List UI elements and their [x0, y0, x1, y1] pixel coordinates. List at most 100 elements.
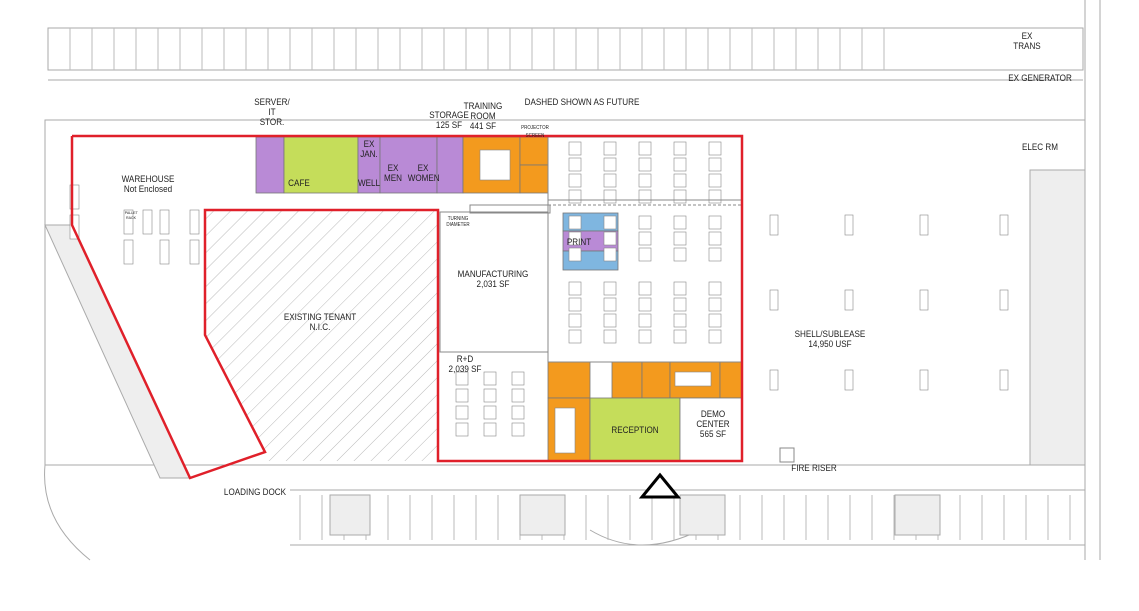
pallet-rack: [123, 209, 134, 235]
column-marker: [844, 369, 854, 391]
pallet-rack: [69, 214, 80, 240]
room-meeting-b: [519, 164, 549, 194]
column-marker: [769, 289, 779, 311]
label-demo-center: DEMO CENTER 565 SF: [696, 409, 730, 439]
label-shell-sublease: SHELL/SUBLEASE 14,950 USF: [794, 329, 866, 349]
workstation: [708, 141, 722, 156]
label-warehouse: WAREHOUSE Not Enclosed: [121, 174, 175, 194]
parking-top: [69, 28, 885, 70]
workstation: [638, 297, 652, 312]
label-men: EX MEN: [384, 163, 402, 183]
workstation: [511, 371, 525, 386]
workstation: [568, 173, 582, 188]
site-lines: [44, 0, 1101, 561]
label-training-room: TRAINING ROOM 441 SF: [463, 101, 503, 131]
workstation: [708, 297, 722, 312]
label-ex-generator: EX GENERATOR: [1008, 73, 1072, 83]
room-server: [255, 136, 285, 194]
label-rd: R+D 2,039 SF: [448, 354, 482, 374]
room-meeting-e: [641, 361, 671, 399]
workstation: [603, 247, 617, 262]
workstation: [483, 422, 497, 437]
label-loading-dock: LOADING DOCK: [223, 487, 287, 497]
workstation: [673, 157, 687, 172]
workstation: [673, 313, 687, 328]
label-elec-rm: ELEC RM: [1021, 142, 1058, 152]
workstation: [638, 247, 652, 262]
workstation: [638, 215, 652, 230]
workstation: [673, 215, 687, 230]
workstation: [638, 281, 652, 296]
workstation: [568, 231, 582, 246]
label-janitor: EX JAN.: [360, 139, 378, 159]
label-turning-diameter: TURNING DIAMETER: [446, 216, 470, 228]
pallet-rack: [189, 209, 200, 235]
workstation: [568, 189, 582, 204]
workstation: [483, 371, 497, 386]
workstation: [638, 173, 652, 188]
workstation: [708, 189, 722, 204]
label-projector-screen: PROJECTOR SCREEN: [521, 125, 549, 139]
workstation: [673, 297, 687, 312]
workstation: [708, 313, 722, 328]
label-women: EX WOMEN: [407, 163, 440, 183]
room-storage: [436, 136, 464, 194]
workstation: [708, 231, 722, 246]
workstation: [568, 141, 582, 156]
workstation: [673, 231, 687, 246]
workstation: [673, 329, 687, 344]
room-meeting-g: [719, 361, 743, 399]
workstation: [673, 141, 687, 156]
workstation: [638, 231, 652, 246]
workstation: [673, 281, 687, 296]
label-existing-tenant: EXISTING TENANT N.I.C.: [283, 312, 357, 332]
landscape-strips: [44, 169, 1086, 536]
label-wellness: WELL: [357, 178, 381, 188]
workstation: [568, 215, 582, 230]
column-marker: [919, 214, 929, 236]
column-marker: [844, 214, 854, 236]
room-meeting-a: [519, 136, 549, 166]
workstation: [603, 231, 617, 246]
workstation: [638, 189, 652, 204]
workstation: [603, 313, 617, 328]
workstation: [483, 405, 497, 420]
label-pallet-rack: PALLET RACK: [124, 210, 138, 220]
lease-outline: [70, 134, 744, 480]
label-cafe: CAFE: [288, 178, 310, 188]
label-ex-trans: EX TRANS: [1013, 31, 1041, 51]
workstation: [568, 281, 582, 296]
workstation: [708, 157, 722, 172]
workstation: [603, 157, 617, 172]
workstation: [638, 329, 652, 344]
workstation: [568, 329, 582, 344]
pallet-rack: [189, 239, 200, 265]
pallet-rack: [69, 184, 80, 210]
pallet-rack: [159, 209, 170, 235]
conference-table: [554, 407, 576, 454]
workstation: [708, 281, 722, 296]
workstation: [603, 329, 617, 344]
workstation: [603, 189, 617, 204]
label-manufacturing: MANUFACTURING 2,031 SF: [457, 269, 529, 289]
meeting-table: [674, 371, 712, 387]
column-marker: [999, 369, 1009, 391]
label-print: PRINT: [566, 237, 592, 247]
room-demo-center: [679, 397, 743, 462]
pallet-rack: [123, 239, 134, 265]
room-reception: [589, 397, 681, 462]
workstation: [568, 247, 582, 262]
workstation: [455, 405, 469, 420]
workstation: [708, 247, 722, 262]
label-server: SERVER/ IT STOR.: [254, 97, 290, 127]
workstation: [673, 173, 687, 188]
label-fire-riser: FIRE RISER: [791, 463, 837, 473]
workstation: [603, 297, 617, 312]
workstation: [568, 157, 582, 172]
workstation: [511, 422, 525, 437]
existing-tenant-area: [205, 210, 438, 461]
label-reception: RECEPTION: [611, 425, 659, 435]
workstation: [603, 281, 617, 296]
column-marker: [769, 214, 779, 236]
